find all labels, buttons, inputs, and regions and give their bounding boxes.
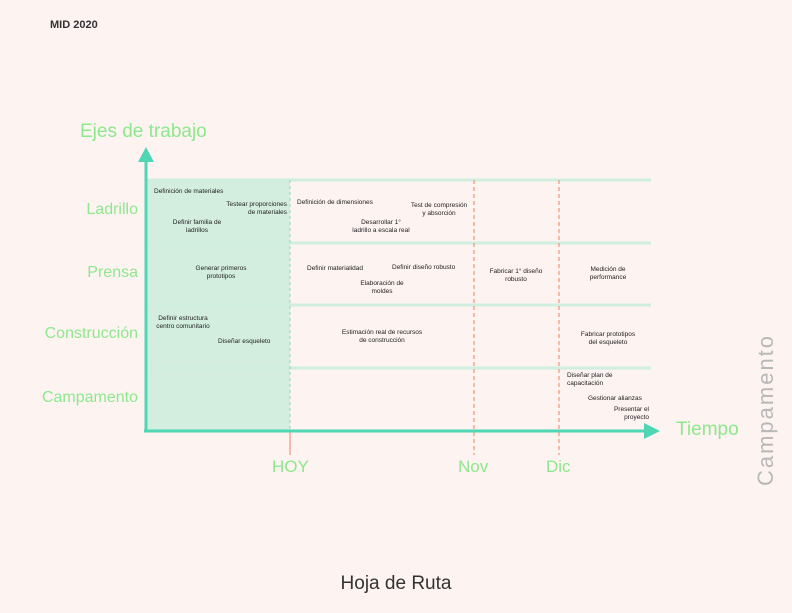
time-marker-dic: Dic <box>546 457 571 476</box>
task-card: Definir materialidad <box>307 265 363 272</box>
task-card: Definición de materiales <box>154 188 224 195</box>
row-label-campamento: Campamento <box>41 389 138 406</box>
task-card: Gestionar alianzas <box>588 395 642 402</box>
side-label: Campamento <box>753 333 778 487</box>
row-label-construccion: Construcción <box>44 325 138 342</box>
row-label-prensa: Prensa <box>87 264 138 281</box>
y-axis-arrow <box>138 147 154 162</box>
time-marker-hoy: HOY <box>272 457 309 476</box>
x-axis-arrow <box>644 423 660 439</box>
x-axis-title: Tiempo <box>676 419 739 440</box>
row-label-ladrillo: Ladrillo <box>86 201 138 218</box>
time-marker-nov: Nov <box>458 457 489 476</box>
task-card: Definir diseño robusto <box>392 264 456 271</box>
y-axis-title: Ejes de trabajo <box>80 121 207 142</box>
task-card: Diseñar esqueleto <box>218 338 271 345</box>
footer-title: Hoja de Ruta <box>340 573 452 594</box>
corner-label: MID 2020 <box>50 19 98 31</box>
task-card: Definición de dimensiones <box>297 199 373 206</box>
task-card: Desarrollar 1°ladrillo a escala real <box>352 219 410 234</box>
